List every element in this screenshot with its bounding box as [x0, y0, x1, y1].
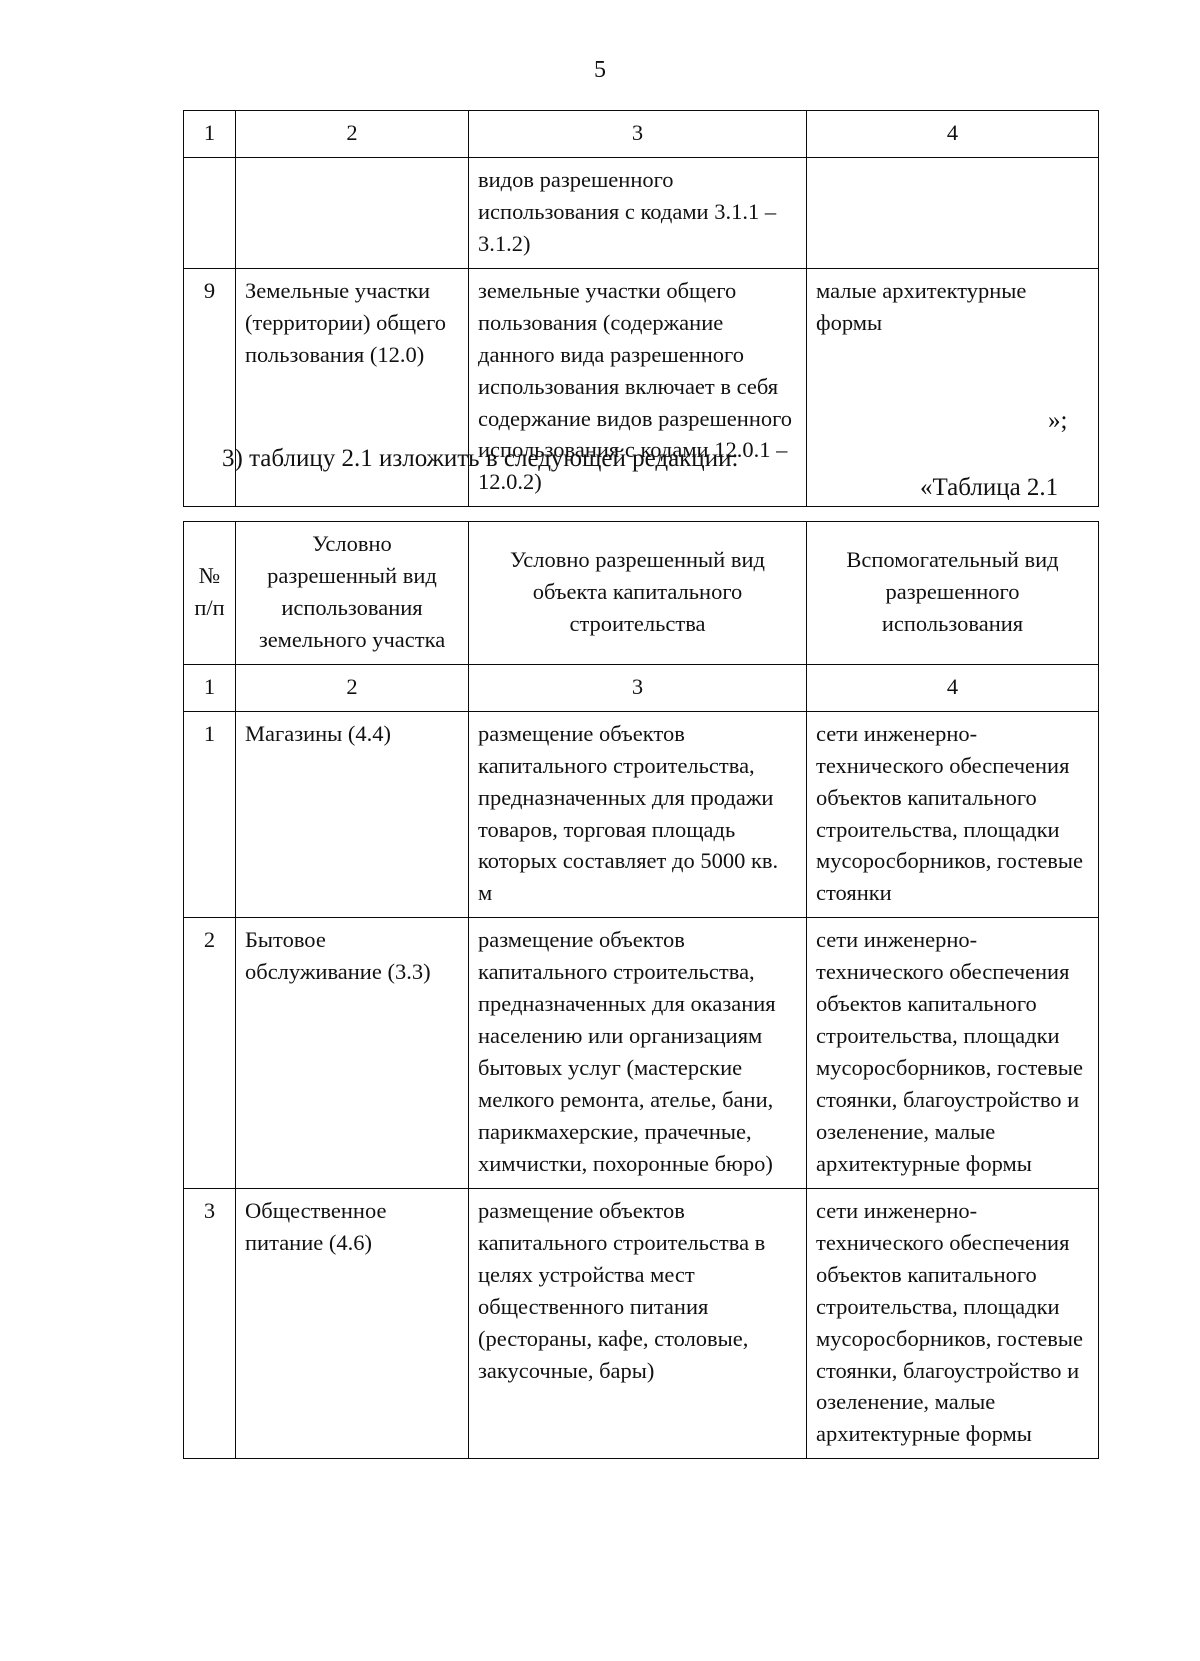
auxiliary-use-cell: сети инженерно-технического обеспечения …	[806, 917, 1099, 1189]
table-one-container: 1 2 3 4 видов разрешенного использования…	[183, 110, 1099, 508]
paragraph-intro: 3) таблицу 2.1 изложить в следующей реда…	[222, 445, 739, 472]
header-construction-object-use: Условно разрешенный вид объекта капиталь…	[468, 521, 807, 665]
column-number-1: 1	[183, 110, 236, 158]
table-row: видов разрешенного использования с кодам…	[183, 156, 1099, 269]
header-land-plot-use: Условно разрешенный вид использования зе…	[235, 521, 469, 665]
table-row: 1 Магазины (4.4) размещение объектов кап…	[183, 710, 1099, 919]
row-number: 3	[183, 1187, 236, 1460]
header-row-number-line1: №	[198, 562, 221, 588]
table-one: 1 2 3 4 видов разрешенного использования…	[183, 110, 1099, 508]
column-number-4: 4	[806, 110, 1099, 158]
table-two-container: № п/п Условно разрешенный вид использова…	[183, 521, 1099, 1460]
table-row: 1 2 3 4	[183, 110, 1099, 158]
column-number-4: 4	[806, 663, 1099, 712]
row-number	[183, 156, 236, 269]
table-header-row: № п/п Условно разрешенный вид использова…	[183, 521, 1099, 665]
row-number: 2	[183, 917, 236, 1189]
table-row: 3 Общественное питание (4.6) размещение …	[183, 1187, 1099, 1460]
table-two: № п/п Условно разрешенный вид использова…	[183, 521, 1099, 1460]
table-row: 2 Бытовое обслуживание (3.3) размещение …	[183, 917, 1099, 1189]
auxiliary-use-cell: малые архитектурные формы	[806, 267, 1099, 508]
column-number-1: 1	[183, 663, 236, 712]
land-plot-type-cell	[235, 156, 469, 269]
header-auxiliary-use: Вспомогательный вид разрешенного использ…	[806, 521, 1099, 665]
auxiliary-use-cell: сети инженерно-технического обеспечения …	[806, 710, 1099, 919]
construction-object-cell: размещение объектов капитального строите…	[468, 1187, 807, 1460]
land-plot-type-cell: Земельные участки (территории) общего по…	[235, 267, 469, 508]
header-row-number-line2: п/п	[194, 594, 225, 620]
construction-object-cell: размещение объектов капитального строите…	[468, 710, 807, 919]
column-number-2: 2	[235, 663, 469, 712]
auxiliary-use-cell	[806, 156, 1099, 269]
land-plot-type-cell: Общественное питание (4.6)	[235, 1187, 469, 1460]
construction-object-cell: размещение объектов капитального строите…	[468, 917, 807, 1189]
row-number: 1	[183, 710, 236, 919]
column-number-2: 2	[235, 110, 469, 158]
construction-object-cell: видов разрешенного использования с кодам…	[468, 156, 807, 269]
table-caption: «Таблица 2.1	[920, 474, 1059, 501]
table-row: 9 Земельные участки (территории) общего …	[183, 267, 1099, 508]
auxiliary-use-cell: сети инженерно-технического обеспечения …	[806, 1187, 1099, 1460]
land-plot-type-cell: Бытовое обслуживание (3.3)	[235, 917, 469, 1189]
column-number-3: 3	[468, 110, 807, 158]
column-number-3: 3	[468, 663, 807, 712]
table-row: 1 2 3 4	[183, 663, 1099, 712]
land-plot-type-cell: Магазины (4.4)	[235, 710, 469, 919]
closing-quote-mark: »;	[1048, 407, 1068, 434]
page-number: 5	[594, 57, 606, 83]
header-row-number: № п/п	[183, 521, 236, 665]
construction-object-cell: земельные участки общего пользования (со…	[468, 267, 807, 508]
row-number: 9	[183, 267, 236, 508]
